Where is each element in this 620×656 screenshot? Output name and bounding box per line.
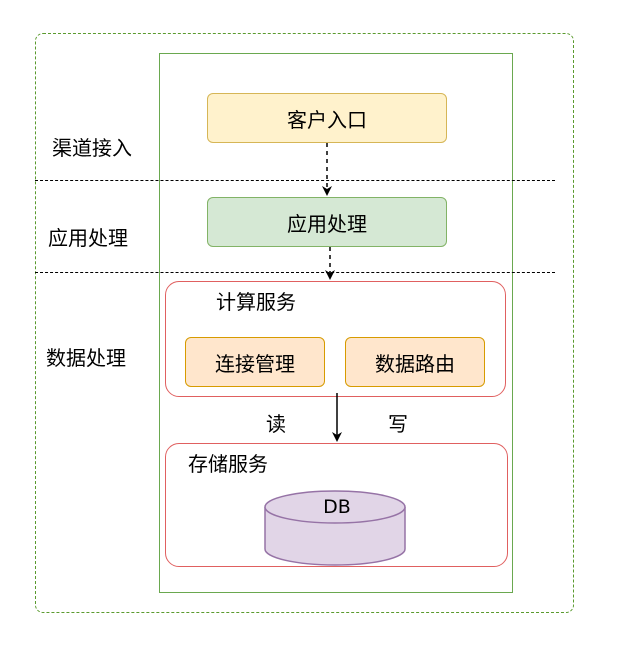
data-routing-label: 数据路由 [375, 351, 455, 376]
outer-boundary [35, 33, 574, 613]
system-frame [159, 53, 513, 593]
connection-management-node[interactable]: 连接管理 [185, 337, 325, 387]
data-routing-node[interactable]: 数据路由 [345, 337, 485, 387]
layer-label-channel-access: 渠道接入 [52, 136, 132, 160]
database-cylinder-icon[interactable] [264, 490, 406, 566]
layer-divider-app-data [35, 272, 555, 273]
read-label: 读 [266, 412, 286, 436]
write-label: 写 [388, 412, 408, 436]
compute-service-title: 计算服务 [216, 290, 296, 314]
app-processing-node[interactable]: 应用处理 [207, 197, 447, 247]
client-entry-node[interactable]: 客户入口 [207, 93, 447, 143]
app-processing-label: 应用处理 [287, 211, 367, 236]
client-entry-label: 客户入口 [287, 107, 367, 132]
layer-label-data-processing: 数据处理 [46, 346, 126, 370]
storage-service-title: 存储服务 [188, 452, 268, 476]
layer-divider-channel-app [35, 180, 555, 181]
connection-management-label: 连接管理 [215, 351, 295, 376]
database-label: DB [323, 496, 351, 518]
layer-label-app-processing: 应用处理 [48, 226, 128, 250]
